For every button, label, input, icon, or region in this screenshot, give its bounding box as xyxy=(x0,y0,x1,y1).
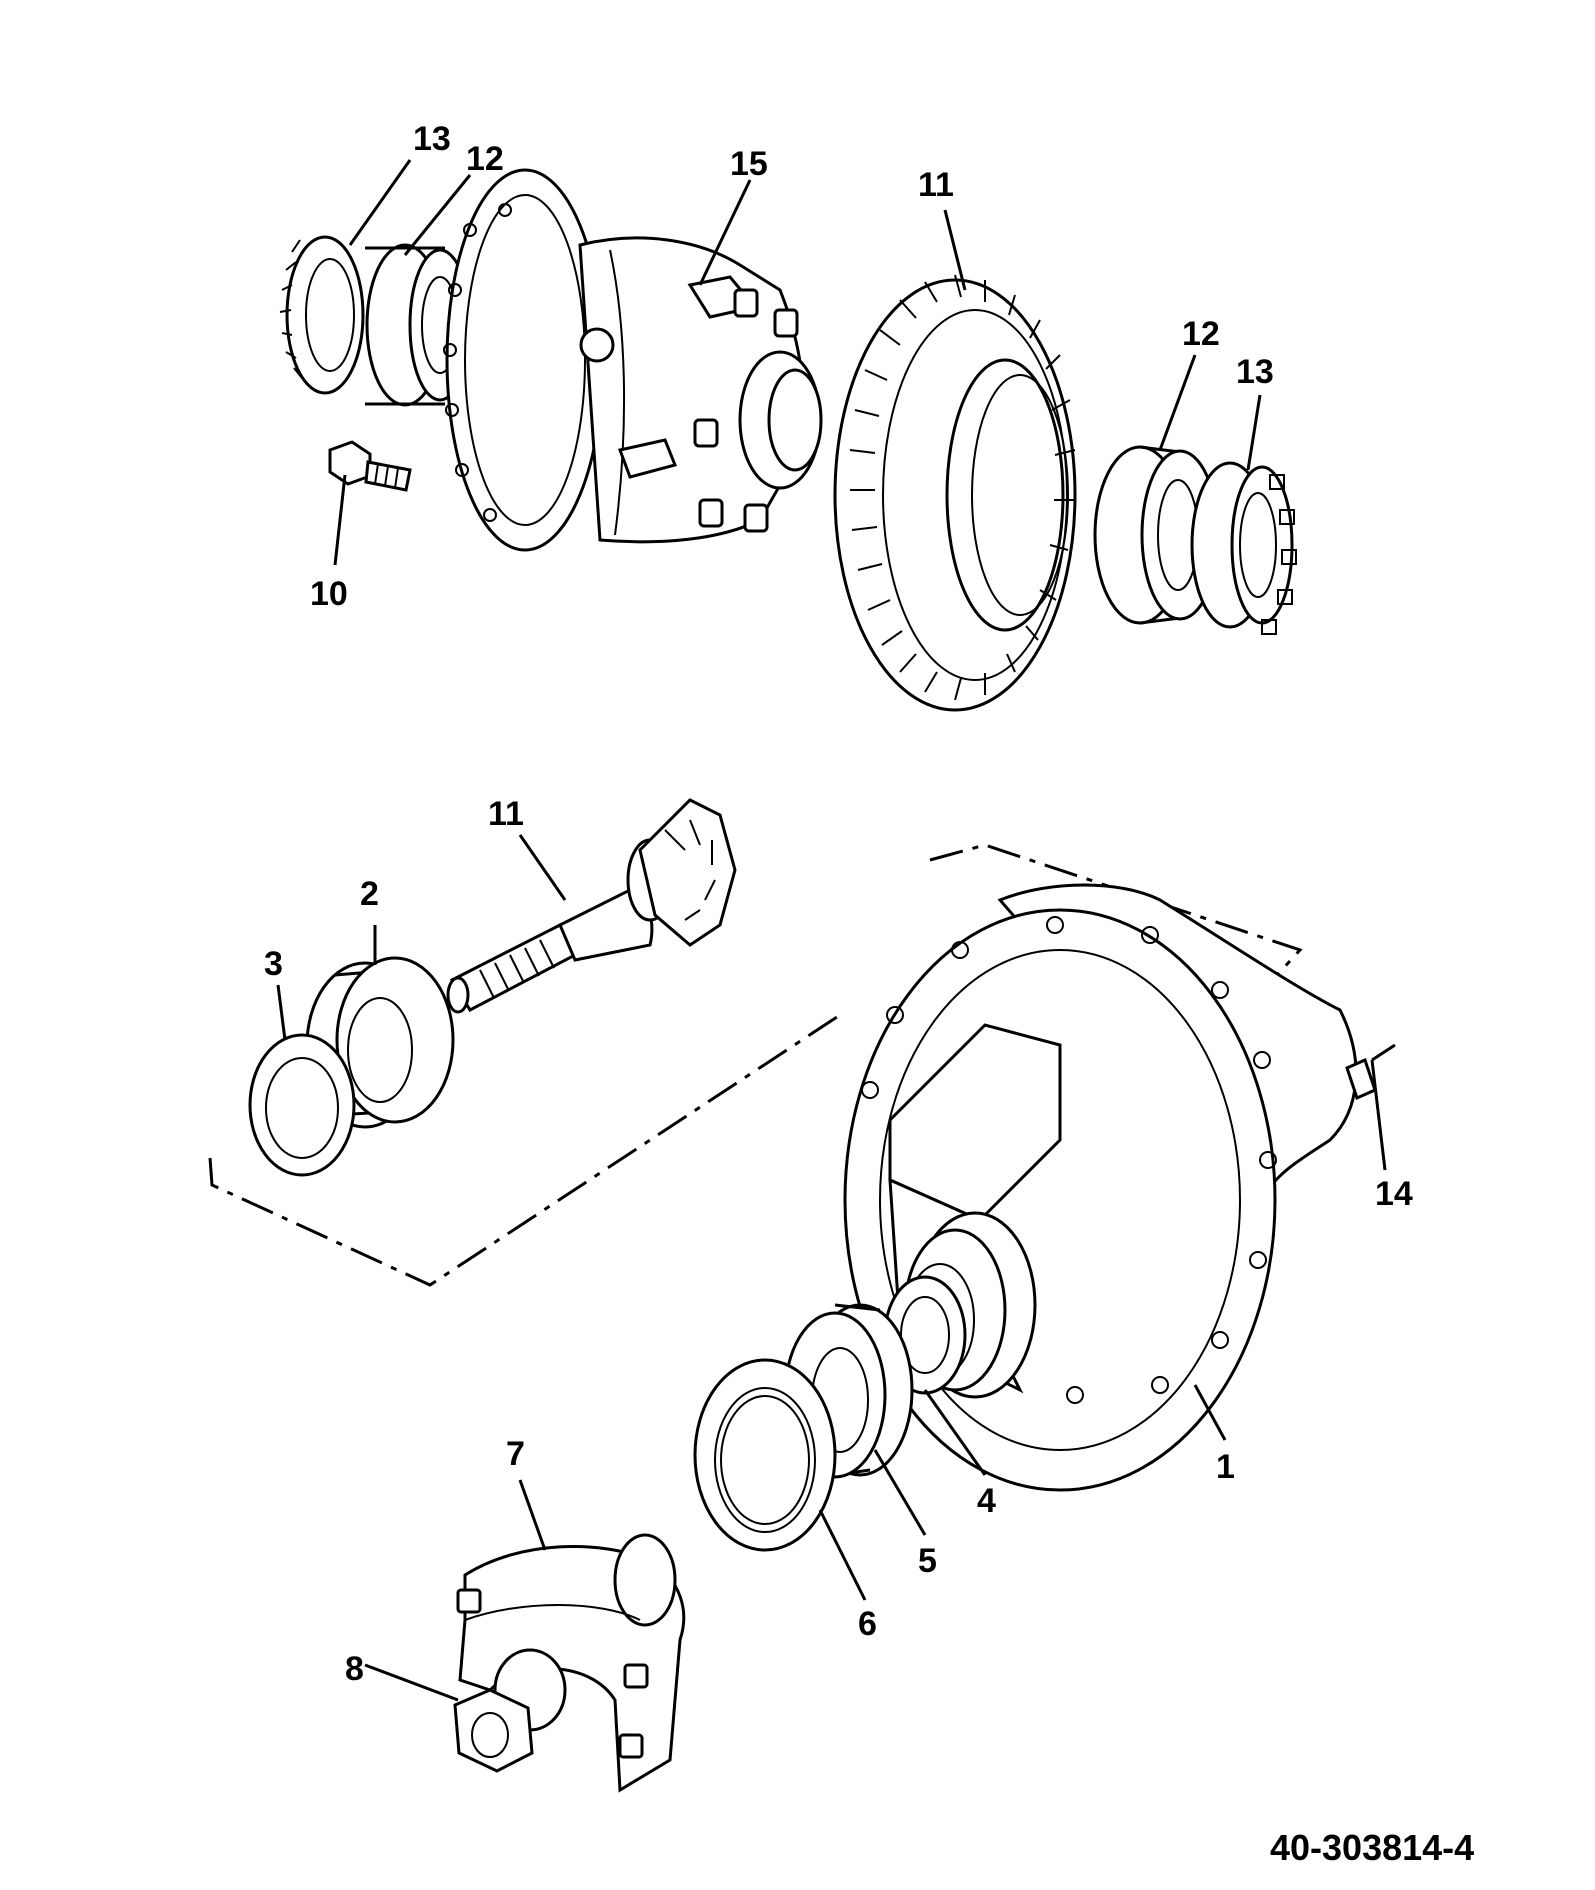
callout-8: 8 xyxy=(345,1650,364,1688)
left-adjuster-nut xyxy=(279,235,365,395)
callout-7: 7 xyxy=(506,1435,525,1473)
pinion-nut xyxy=(453,1688,534,1773)
bolt xyxy=(328,440,412,492)
callout-15: 15 xyxy=(730,145,768,183)
callout-1: 1 xyxy=(1216,1448,1235,1486)
assembly-outline-right xyxy=(929,843,1303,987)
callout-12-left: 12 xyxy=(466,140,504,178)
callout-13-right: 13 xyxy=(1236,353,1274,391)
right-adjuster-nut xyxy=(1190,461,1297,635)
differential-case xyxy=(443,168,823,552)
crown-wheel xyxy=(833,274,1077,712)
callout-3: 3 xyxy=(264,945,283,983)
reference-number: 40-303814-4 xyxy=(1270,1827,1474,1868)
callout-11-ring: 11 xyxy=(918,166,954,204)
pinion-bearing xyxy=(305,956,455,1129)
callout-14: 14 xyxy=(1375,1175,1413,1213)
callout-10: 10 xyxy=(310,575,348,613)
pinion-shaft xyxy=(446,798,737,1014)
callout-6: 6 xyxy=(858,1605,877,1643)
drive-yoke xyxy=(456,1533,686,1793)
callout-11-pinion: 11 xyxy=(488,795,524,833)
callout-2: 2 xyxy=(360,875,379,913)
pinion-shim xyxy=(248,1033,356,1177)
callout-13-left: 13 xyxy=(413,120,451,158)
leader-lines xyxy=(276,159,1387,1702)
callout-5: 5 xyxy=(918,1542,937,1580)
assembly-outline-left xyxy=(208,1013,841,1287)
callout-12-right: 12 xyxy=(1182,315,1220,353)
oil-seal xyxy=(693,1358,837,1552)
callout-4: 4 xyxy=(977,1482,996,1520)
